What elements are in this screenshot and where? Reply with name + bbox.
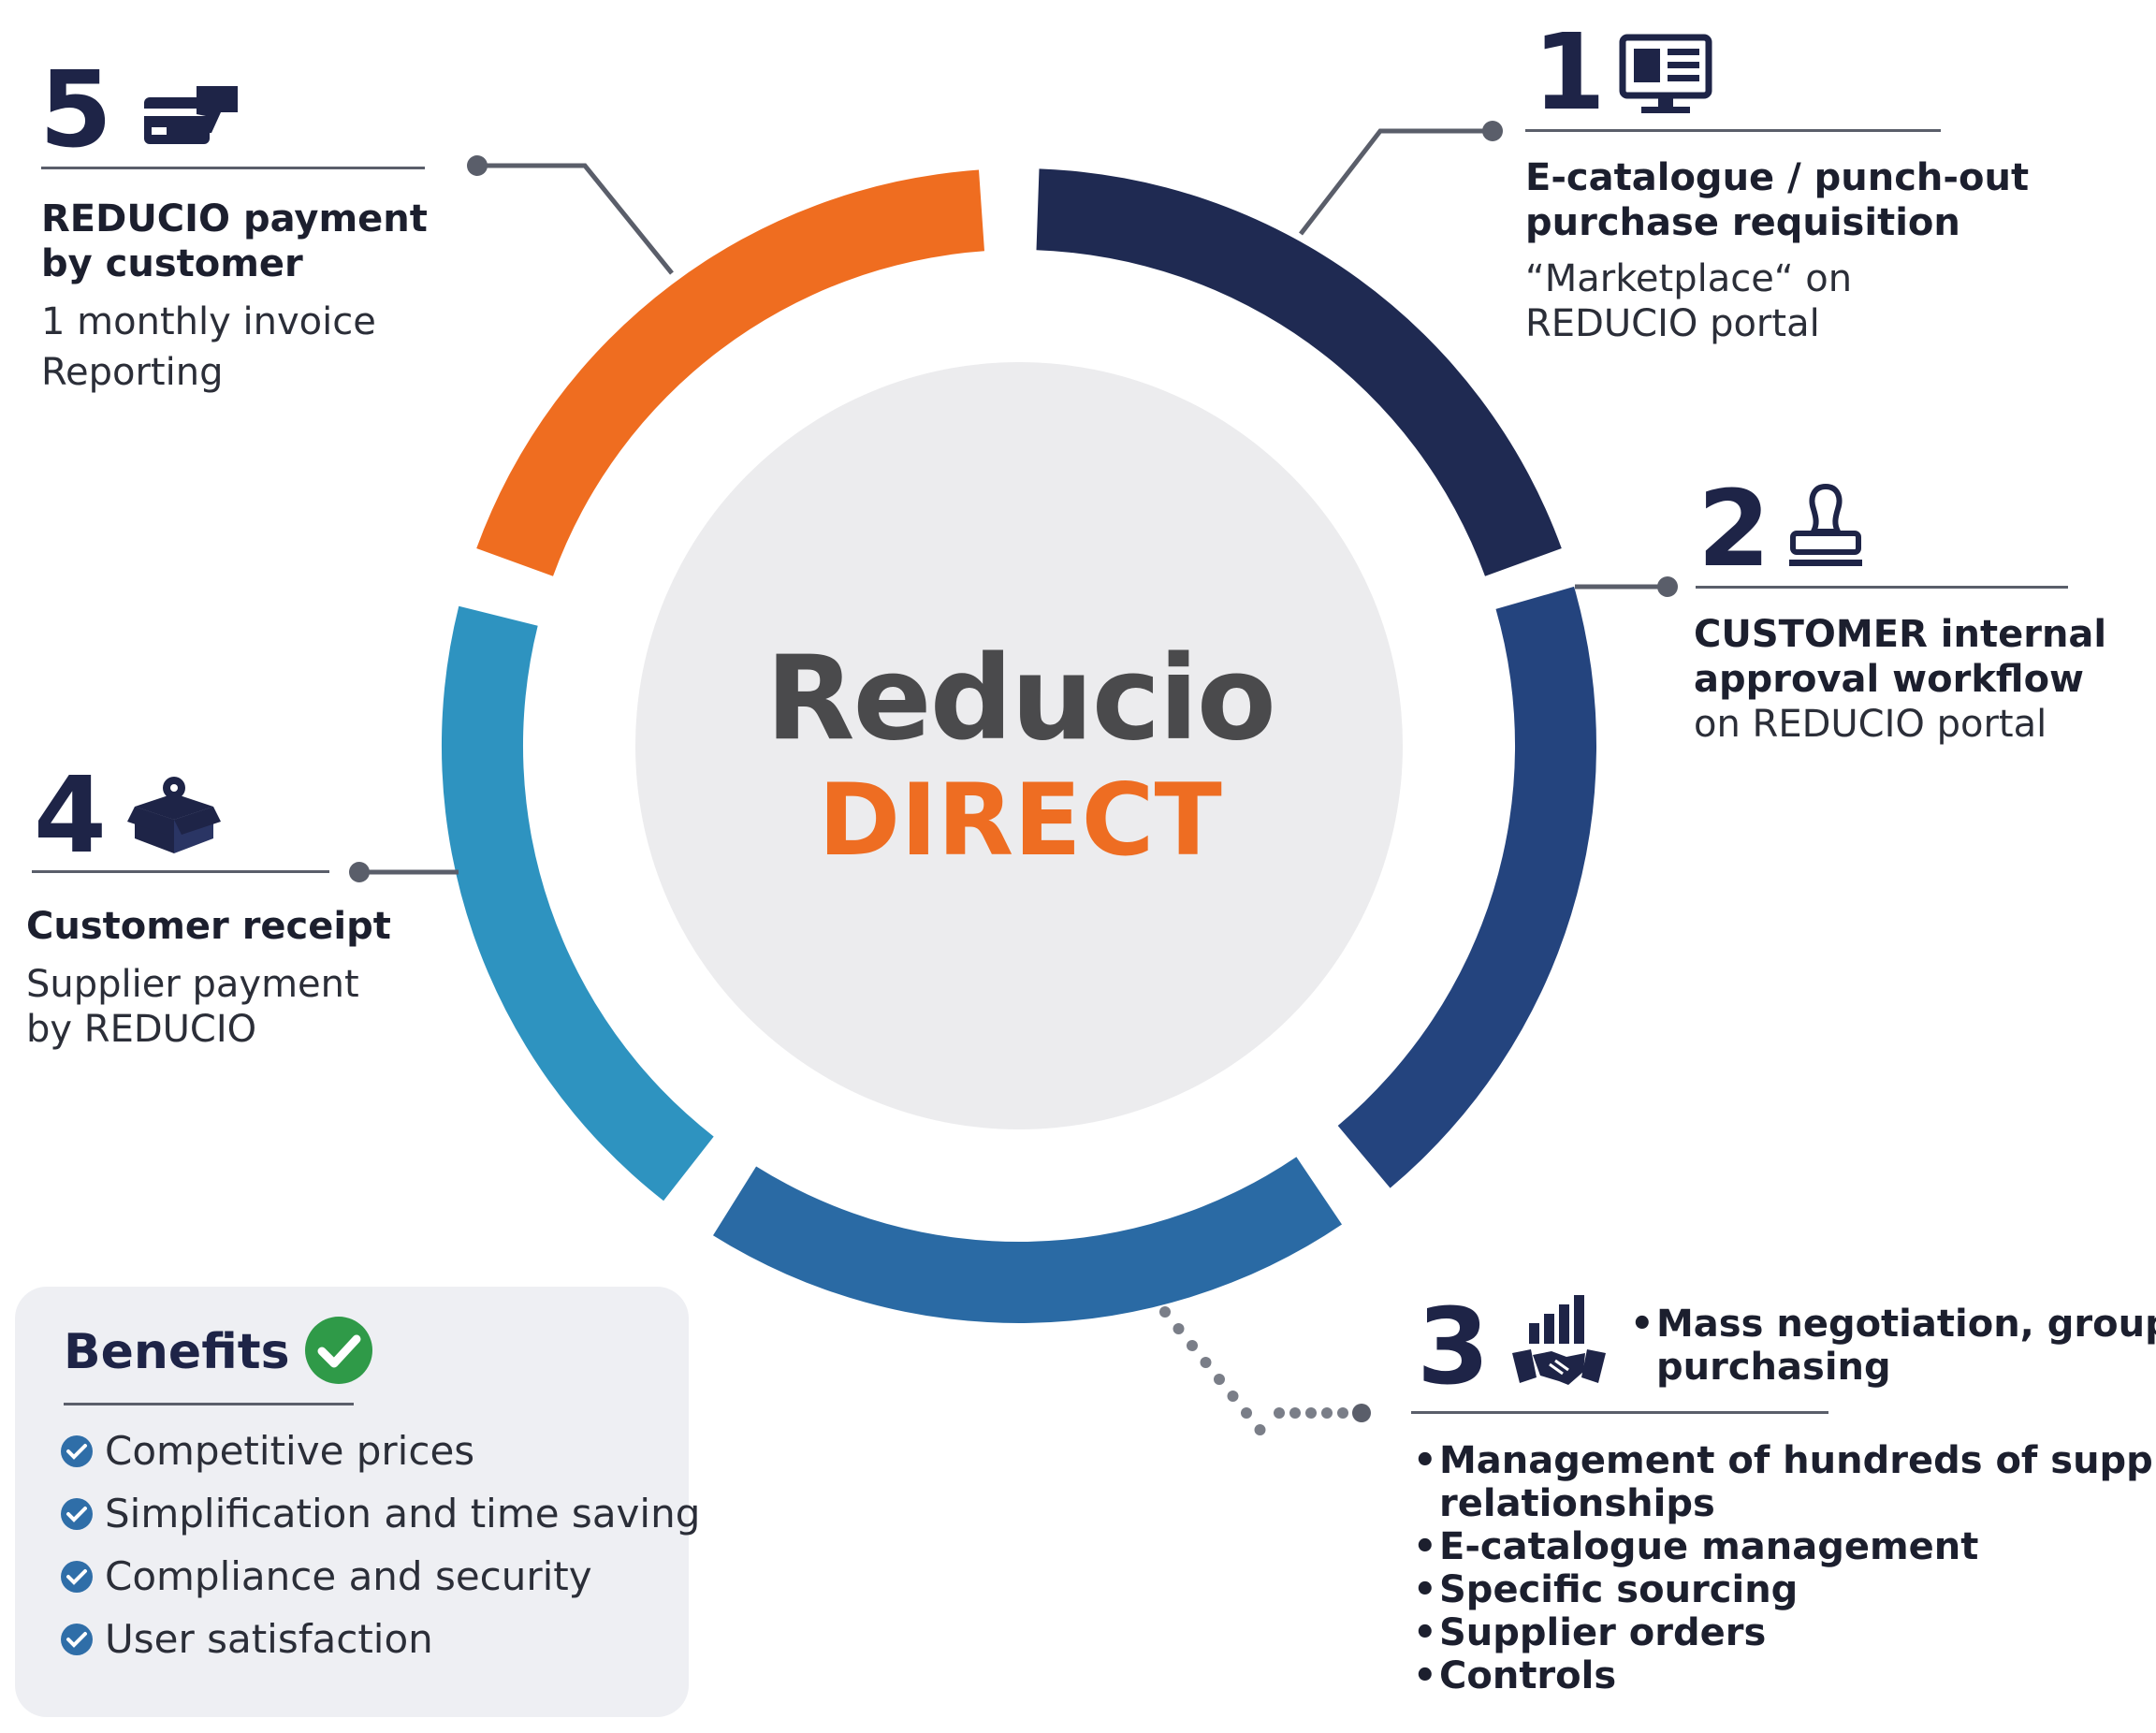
connector-dot	[1305, 1407, 1317, 1419]
connector-dot-4	[349, 862, 370, 882]
benefit-label: Competitive prices	[105, 1428, 475, 1474]
ring-segment-5	[476, 169, 984, 576]
bullet-line: purchasing	[1656, 1346, 1891, 1389]
step-description: Customer receipt Supplier payment by RED…	[26, 904, 391, 1052]
check-badge-icon	[61, 1624, 93, 1655]
step-title-line: CUSTOMER internal	[1694, 613, 2107, 656]
ring-segment-4	[441, 605, 714, 1201]
hub-circle	[635, 362, 1403, 1129]
benefit-label: Simplification and time saving	[105, 1491, 701, 1536]
step-number: 5	[39, 50, 112, 171]
step-description: E-catalogue / punch-out purchase requisi…	[1525, 155, 2029, 346]
bullet-line: relationships	[1439, 1482, 1715, 1525]
package-box-icon	[127, 777, 221, 853]
connector-dot-1	[1482, 121, 1503, 141]
step-body-line: Supplier payment	[26, 963, 359, 1006]
step-body-line: by REDUCIO	[26, 1008, 257, 1051]
connector-step-3-dotted	[1159, 1306, 1371, 1435]
approval-stamp-icon	[1789, 483, 1862, 566]
step-number: 2	[1697, 469, 1770, 590]
connector-dot	[1241, 1407, 1252, 1419]
ring-segments	[441, 168, 1596, 1323]
computer-catalog-icon	[1619, 34, 1712, 113]
connector-dot-2	[1657, 576, 1678, 597]
step-title-line: purchase requisition	[1525, 201, 1960, 244]
bullet-item: Controls	[1413, 1654, 2156, 1697]
step-3-bullet-list: Management of hundreds of supplierrelati…	[1413, 1439, 2156, 1697]
step-title-line: by customer	[41, 242, 303, 285]
step-title-line: Customer receipt	[26, 905, 391, 948]
step-body-line: REDUCIO portal	[1525, 302, 1820, 345]
handshake-chart-icon	[1512, 1295, 1606, 1385]
bullet-item: Supplier orders	[1413, 1611, 2156, 1654]
connector-dot	[1321, 1407, 1333, 1419]
connector-dot	[1173, 1323, 1185, 1334]
connector-dot	[1254, 1424, 1266, 1435]
step-divider	[41, 167, 425, 169]
connector-dot	[1337, 1407, 1348, 1419]
connector-step-5	[477, 163, 674, 275]
step-number: 4	[34, 755, 107, 877]
check-badge-icon	[61, 1498, 93, 1530]
bullet-item: Specific sourcing	[1413, 1568, 2156, 1611]
step-description: CUSTOMER internal approval workflow on R…	[1694, 612, 2106, 747]
connector-dot	[1289, 1407, 1301, 1419]
step-divider	[32, 870, 329, 873]
benefits-divider	[64, 1403, 354, 1405]
check-badge-icon	[61, 1435, 93, 1467]
connector-dot	[1274, 1407, 1285, 1419]
step-title-line: E-catalogue / punch-out	[1525, 156, 2030, 199]
step-title-line: REDUCIO payment	[41, 197, 428, 240]
connector-dot	[1214, 1374, 1225, 1385]
ring-segment-2	[1337, 586, 1596, 1188]
bullet-line: Management of hundreds of supplier	[1439, 1439, 2156, 1482]
connector-dot	[1200, 1357, 1212, 1368]
bullet-item: Management of hundreds of supplierrelati…	[1413, 1439, 2156, 1525]
step-divider	[1525, 129, 1941, 132]
step-body-line: “Marketplace“ on	[1525, 257, 1853, 300]
hub-product-subtitle: DIRECT	[818, 763, 1222, 878]
benefit-label: Compliance and security	[105, 1553, 592, 1599]
step-body-line: Reporting	[41, 351, 224, 394]
ring-segment-3	[713, 1157, 1342, 1323]
step-description: REDUCIO payment by customer 1 monthly in…	[41, 197, 428, 395]
bullet-line: Mass negotiation, group	[1656, 1303, 2156, 1346]
connector-dot	[1227, 1391, 1239, 1402]
check-circle-icon	[305, 1317, 372, 1384]
connector-end-dot	[1352, 1404, 1371, 1422]
step-number: 3	[1417, 1287, 1490, 1408]
step-body-line: on REDUCIO portal	[1694, 703, 2047, 746]
bullet-item: E-catalogue management	[1413, 1525, 2156, 1568]
step-divider	[1696, 586, 2068, 589]
benefits-panel: Benefits Competitive prices Simplificati…	[15, 1287, 700, 1717]
benefits-title: Benefits	[64, 1324, 290, 1380]
step-number: 1	[1533, 12, 1606, 134]
card-payment-icon	[144, 86, 238, 144]
hub-brand-title: Reducio	[765, 632, 1276, 766]
step-title-line: approval workflow	[1694, 658, 2085, 701]
connector-dot-5	[467, 155, 488, 176]
step-divider	[1411, 1411, 1828, 1414]
connector-dot	[1159, 1306, 1171, 1318]
ring-segment-1	[1036, 168, 1562, 576]
check-badge-icon	[61, 1561, 93, 1593]
step-body-line: 1 monthly invoice	[41, 300, 376, 343]
benefit-label: User satisfaction	[105, 1616, 433, 1662]
connector-step-1	[1299, 128, 1493, 236]
connector-dot	[1187, 1340, 1198, 1351]
